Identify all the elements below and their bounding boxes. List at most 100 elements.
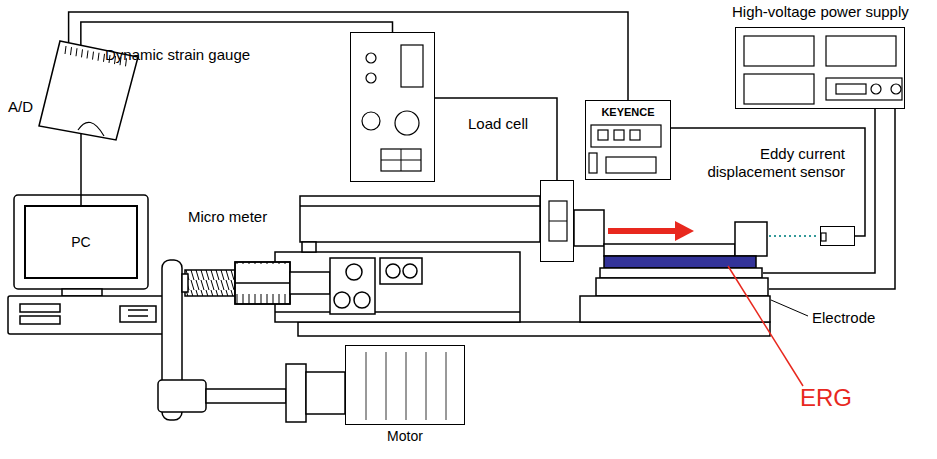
slide-stage (275, 196, 770, 336)
clamp-screw (334, 292, 350, 308)
sensor-tip (821, 233, 826, 241)
leader-line (728, 266, 803, 386)
control-panel (744, 74, 814, 104)
indicator (598, 130, 608, 140)
node-label: Load cell (468, 115, 528, 133)
cooling-rib (426, 352, 427, 420)
nut-screw (403, 264, 417, 278)
signal-wire (80, 134, 82, 205)
indicator-lamp (366, 53, 376, 63)
sensing-beam (769, 235, 818, 237)
hv-wires (763, 109, 895, 289)
cell-line (549, 221, 567, 222)
target-block (735, 222, 767, 256)
display-panel (744, 36, 814, 66)
upper-carriage (300, 196, 540, 242)
card-socket (78, 122, 104, 136)
display-panel (826, 36, 896, 66)
motion-arrow (608, 221, 694, 241)
gauge-node: Dynamic strain gauge (105, 32, 440, 182)
loadcell-body (540, 180, 574, 262)
panel-divider (381, 160, 421, 161)
card-pin (82, 49, 83, 57)
pedestal (580, 296, 770, 322)
motor-collar (306, 372, 345, 414)
node-label: Motor (345, 428, 465, 445)
terminal-panel (826, 78, 902, 100)
leader-line (771, 300, 808, 316)
sensor-body (820, 226, 855, 246)
hv-node: High-voltage power supply (730, 3, 935, 109)
motor-node: Motor (345, 345, 465, 449)
erg-layer (604, 256, 756, 268)
front-panel (120, 306, 156, 322)
signal-wire (435, 98, 557, 180)
node-label: A/D (8, 98, 33, 116)
meter-display (401, 45, 423, 87)
motor-pulley (158, 380, 206, 412)
indicator (614, 130, 624, 140)
material-label: ERG (800, 384, 852, 413)
output-terminal (871, 84, 881, 94)
nut-block (380, 258, 422, 284)
computer-body (8, 195, 174, 334)
pulley-shaft (182, 274, 188, 292)
signal-wire (69, 12, 628, 100)
motor-flange (286, 364, 306, 422)
hv-detail (736, 28, 906, 110)
electrode-plate (600, 268, 762, 278)
hv-body (735, 27, 905, 109)
erg-cell (574, 210, 770, 322)
carriage-line (300, 205, 540, 207)
switch (836, 84, 866, 94)
card-pin (98, 53, 99, 61)
card-pin (104, 54, 105, 62)
strain-element (549, 201, 567, 241)
panel-line (128, 315, 148, 317)
output-terminal (891, 84, 901, 94)
hv-wire (769, 109, 895, 289)
base-plate (298, 322, 770, 336)
cooling-rib (446, 352, 447, 420)
base-panel (606, 157, 656, 173)
balance-knob (395, 111, 419, 135)
clamp-block (330, 258, 375, 314)
display-window (591, 125, 661, 147)
keyence-node: KEYENCE (585, 100, 665, 180)
hv-wire (763, 109, 875, 273)
micrometer-sleeve (185, 270, 235, 296)
gauge-detail (351, 33, 436, 183)
panel-line (128, 309, 148, 311)
node-label: High-voltage power supply (732, 3, 909, 21)
indicator (630, 130, 640, 140)
monitor-frame (14, 195, 148, 289)
card-pin (93, 52, 94, 60)
cooling-rib (406, 352, 407, 420)
motor-body (345, 345, 465, 425)
electrode-support (596, 278, 768, 296)
motor-shaft (206, 389, 286, 403)
micrometer-scale (235, 262, 290, 304)
node-label: Dynamic strain gauge (105, 46, 250, 64)
screen-node: PC (24, 205, 138, 279)
clamp-screw (354, 292, 370, 308)
push-block (574, 210, 604, 246)
signal-wire (81, 22, 393, 46)
micrometer (185, 258, 422, 314)
card-pin (71, 47, 72, 55)
carriage-post (302, 242, 316, 252)
card-pin (76, 48, 77, 56)
motor-detail (346, 346, 466, 426)
clamp-screw (346, 264, 362, 280)
drive-slot (20, 304, 60, 312)
arrow-head (675, 221, 694, 241)
cooling-rib (386, 352, 387, 420)
node-label: Eddy current displacement sensor (685, 145, 845, 181)
part-label: Micro meter (188, 208, 267, 226)
card-pin (65, 46, 66, 54)
sensor-node: Eddy current displacement sensor (670, 145, 855, 246)
moving-plate (604, 244, 735, 256)
micrometer-thimble (235, 262, 290, 304)
part-label: Electrode (812, 309, 875, 327)
